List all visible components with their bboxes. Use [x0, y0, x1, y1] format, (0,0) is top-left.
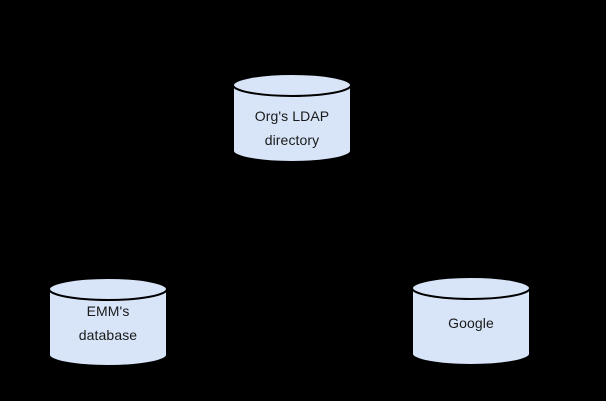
- database-cylinder-icon: [411, 276, 531, 366]
- emm-database-label-line2: database: [78, 327, 138, 343]
- ldap-directory-label-line2: directory: [264, 132, 320, 148]
- google-node: [411, 276, 531, 366]
- database-cylinder-icon: [232, 73, 352, 163]
- emm-database-label-line1: EMM's: [86, 303, 130, 319]
- google-label-line1: Google: [448, 315, 494, 331]
- database-cylinder-icon: [48, 277, 168, 367]
- emm-database-label: EMM's database: [48, 299, 168, 347]
- ldap-directory-label-line1: Org's LDAP: [254, 108, 330, 124]
- google-label: Google: [411, 311, 531, 335]
- ldap-directory-label: Org's LDAP directory: [232, 104, 352, 152]
- emm-database-node: [48, 277, 168, 367]
- ldap-directory-node: [232, 73, 352, 163]
